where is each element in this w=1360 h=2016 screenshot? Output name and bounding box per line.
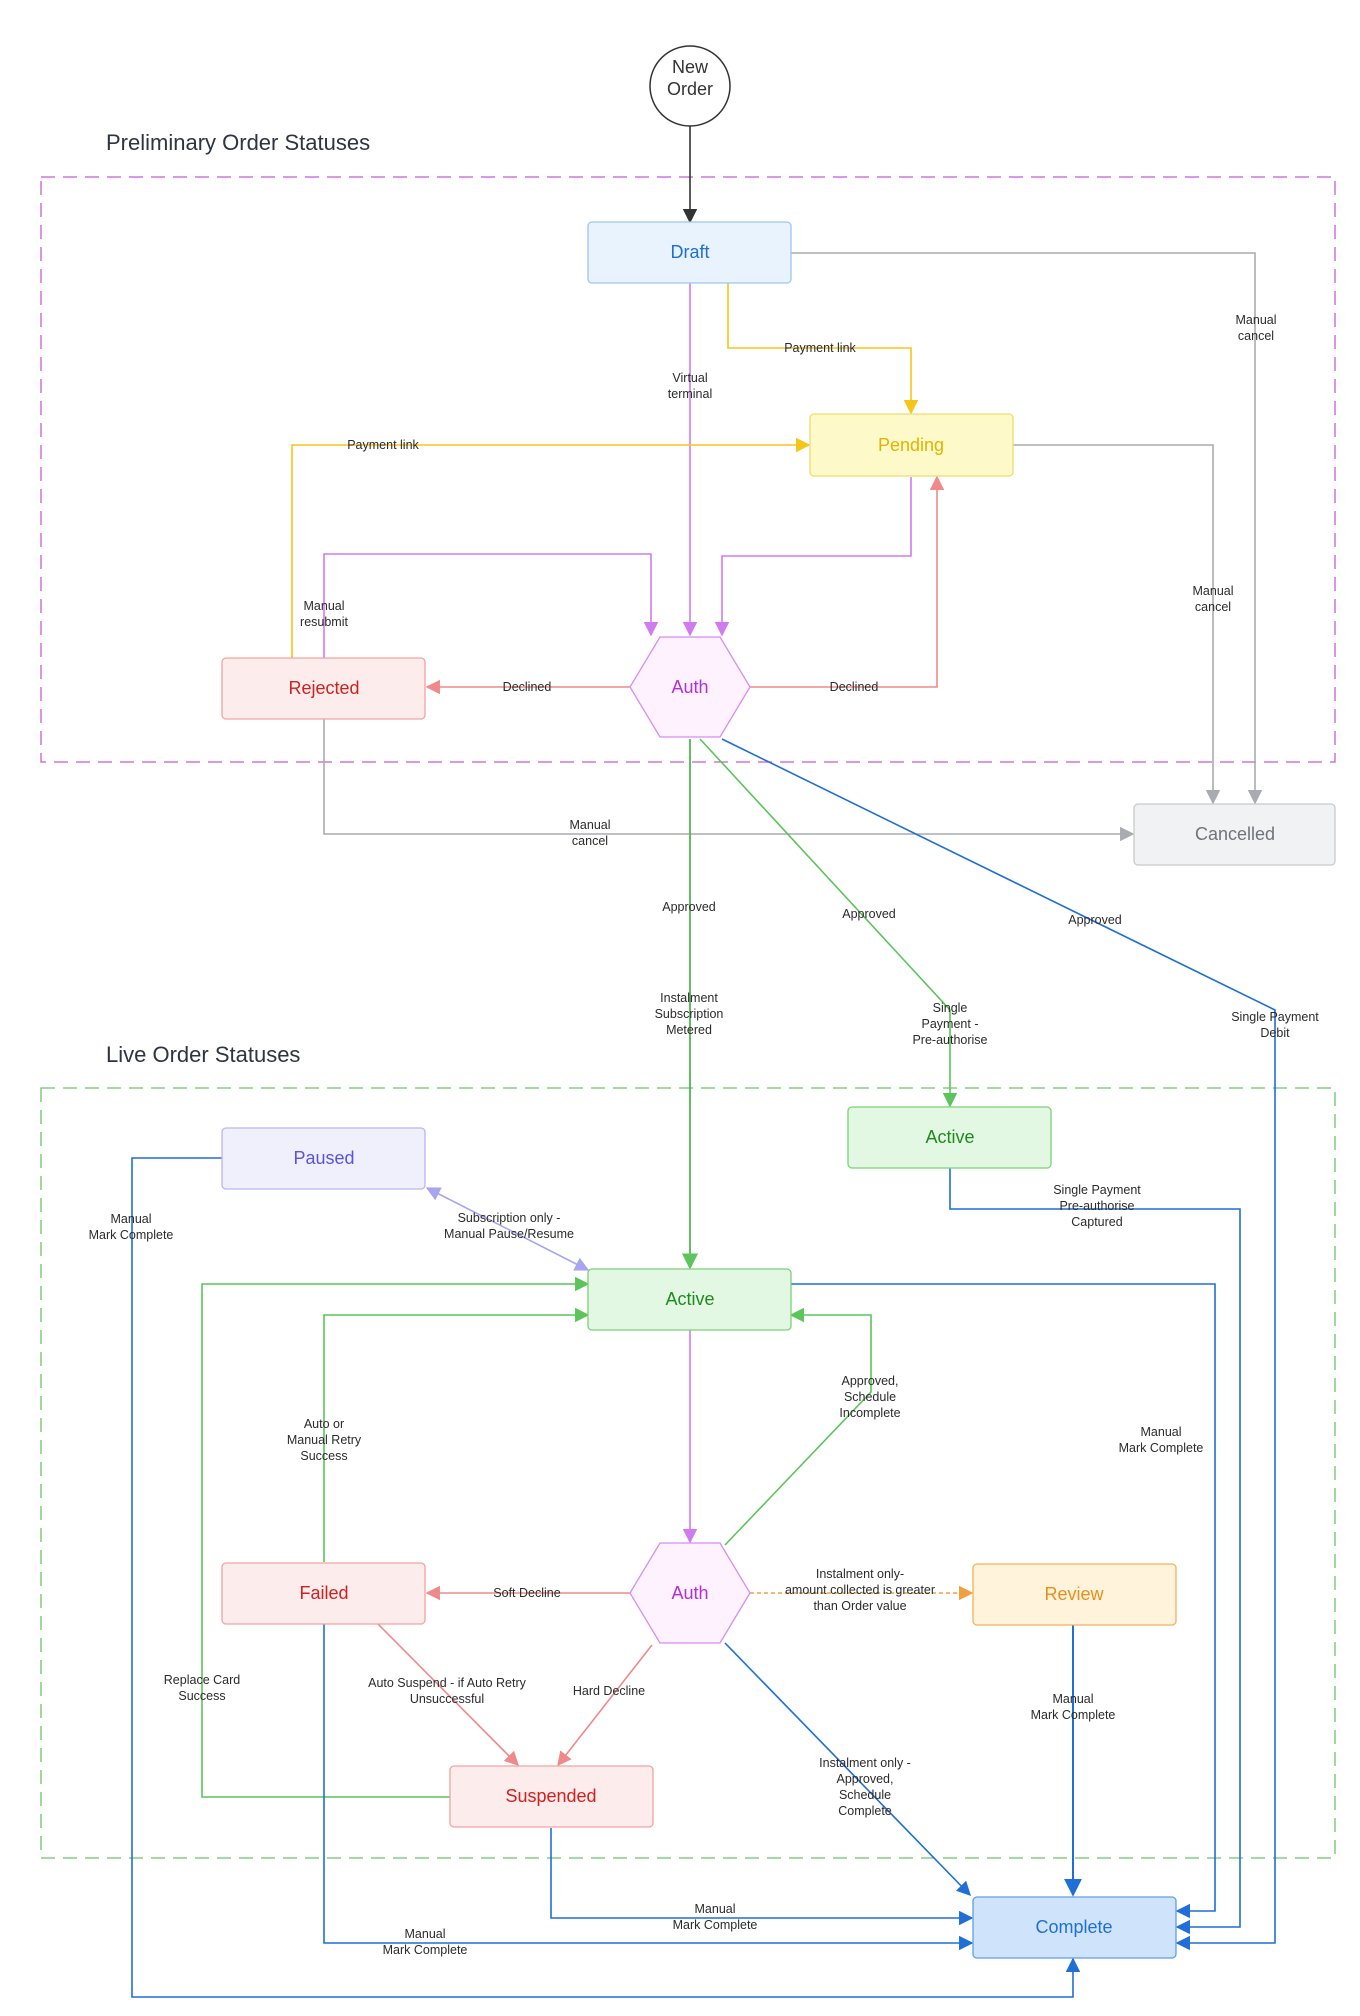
node-rejected[interactable]: Rejected (221, 657, 426, 720)
svg-text:Active: Active (925, 1127, 974, 1147)
label-declined-right: Declined (830, 680, 879, 694)
edge-failed-to-suspended (377, 1623, 520, 1767)
label-approved-1: Approved (662, 900, 716, 914)
edge-draft-to-pending (727, 283, 919, 415)
edge-rejected-to-auth (323, 553, 659, 658)
edge-pending-to-auth (714, 477, 912, 637)
svg-text:Cancelled: Cancelled (1195, 824, 1275, 844)
edge-failed-to-active (323, 1307, 590, 1562)
edge-rejected-to-pending (291, 437, 811, 658)
edge-suspended-to-active (201, 1276, 590, 1798)
svg-text:Auth: Auth (671, 1583, 708, 1603)
svg-text:Rejected: Rejected (288, 678, 359, 698)
edge-failed-to-complete (323, 1624, 974, 1951)
svg-text:Pending: Pending (878, 435, 944, 455)
node-failed[interactable]: Failed (221, 1562, 426, 1625)
edge-active-main-to-complete (791, 1283, 1216, 1919)
edge-paused-to-complete (131, 1157, 1081, 1998)
label-declined-left: Declined (503, 680, 552, 694)
node-auth-top[interactable]: Auth (629, 636, 751, 738)
edge-auth-bottom-to-active (724, 1307, 872, 1546)
node-active-main[interactable]: Active (587, 1268, 792, 1331)
node-auth-bottom[interactable]: Auth (629, 1542, 751, 1644)
node-suspended[interactable]: Suspended (449, 1765, 654, 1828)
label-pause-resume: Subscription only -Manual Pause/Resume (444, 1211, 574, 1241)
node-draft[interactable]: Draft (587, 221, 792, 284)
label-soft-decline: Soft Decline (493, 1586, 560, 1600)
svg-text:Complete: Complete (1035, 1917, 1112, 1937)
preliminary-section-box (40, 176, 1336, 763)
edge-rejected-to-cancelled (323, 719, 1135, 842)
node-cancelled[interactable]: Cancelled (1133, 803, 1336, 866)
svg-text:Review: Review (1044, 1584, 1104, 1604)
edge-auth-to-active-single (699, 738, 958, 1108)
label-payment-link-top: Payment link (784, 341, 856, 355)
label-payment-link-left: Payment link (347, 438, 419, 452)
label-instalment-greater: Instalment only-amount collected is grea… (785, 1567, 935, 1613)
edge-paused-active (425, 1187, 590, 1271)
edge-auth-bottom-to-suspended (557, 1644, 653, 1767)
edge-pending-to-cancelled (1013, 444, 1221, 805)
edge-auth-to-pending (750, 475, 945, 688)
edge-draft-to-cancelled (791, 252, 1263, 805)
label-hard-decline: Hard Decline (573, 1684, 645, 1698)
svg-text:Failed: Failed (299, 1583, 348, 1603)
label-approved-3: Approved (1068, 913, 1122, 927)
preliminary-section-title: Preliminary Order Statuses (106, 130, 370, 155)
node-pending[interactable]: Pending (809, 413, 1014, 477)
svg-text:Auth: Auth (671, 677, 708, 697)
node-review[interactable]: Review (972, 1563, 1177, 1626)
live-section-title: Live Order Statuses (106, 1042, 300, 1067)
node-active-single[interactable]: Active (847, 1106, 1052, 1169)
edge-suspended-to-complete (550, 1828, 974, 1926)
svg-text:Suspended: Suspended (505, 1786, 596, 1806)
svg-text:Active: Active (665, 1289, 714, 1309)
svg-text:Draft: Draft (670, 242, 709, 262)
svg-text:Paused: Paused (293, 1148, 354, 1168)
edge-active-single-to-complete (949, 1168, 1241, 1935)
live-section-box (40, 1087, 1336, 1859)
edge-auth-to-complete-debit (721, 738, 1276, 1951)
node-complete[interactable]: Complete (972, 1896, 1177, 1959)
edge-auth-bottom-to-complete (724, 1642, 972, 1897)
label-approved-2: Approved (842, 907, 896, 921)
node-paused[interactable]: Paused (221, 1127, 426, 1190)
